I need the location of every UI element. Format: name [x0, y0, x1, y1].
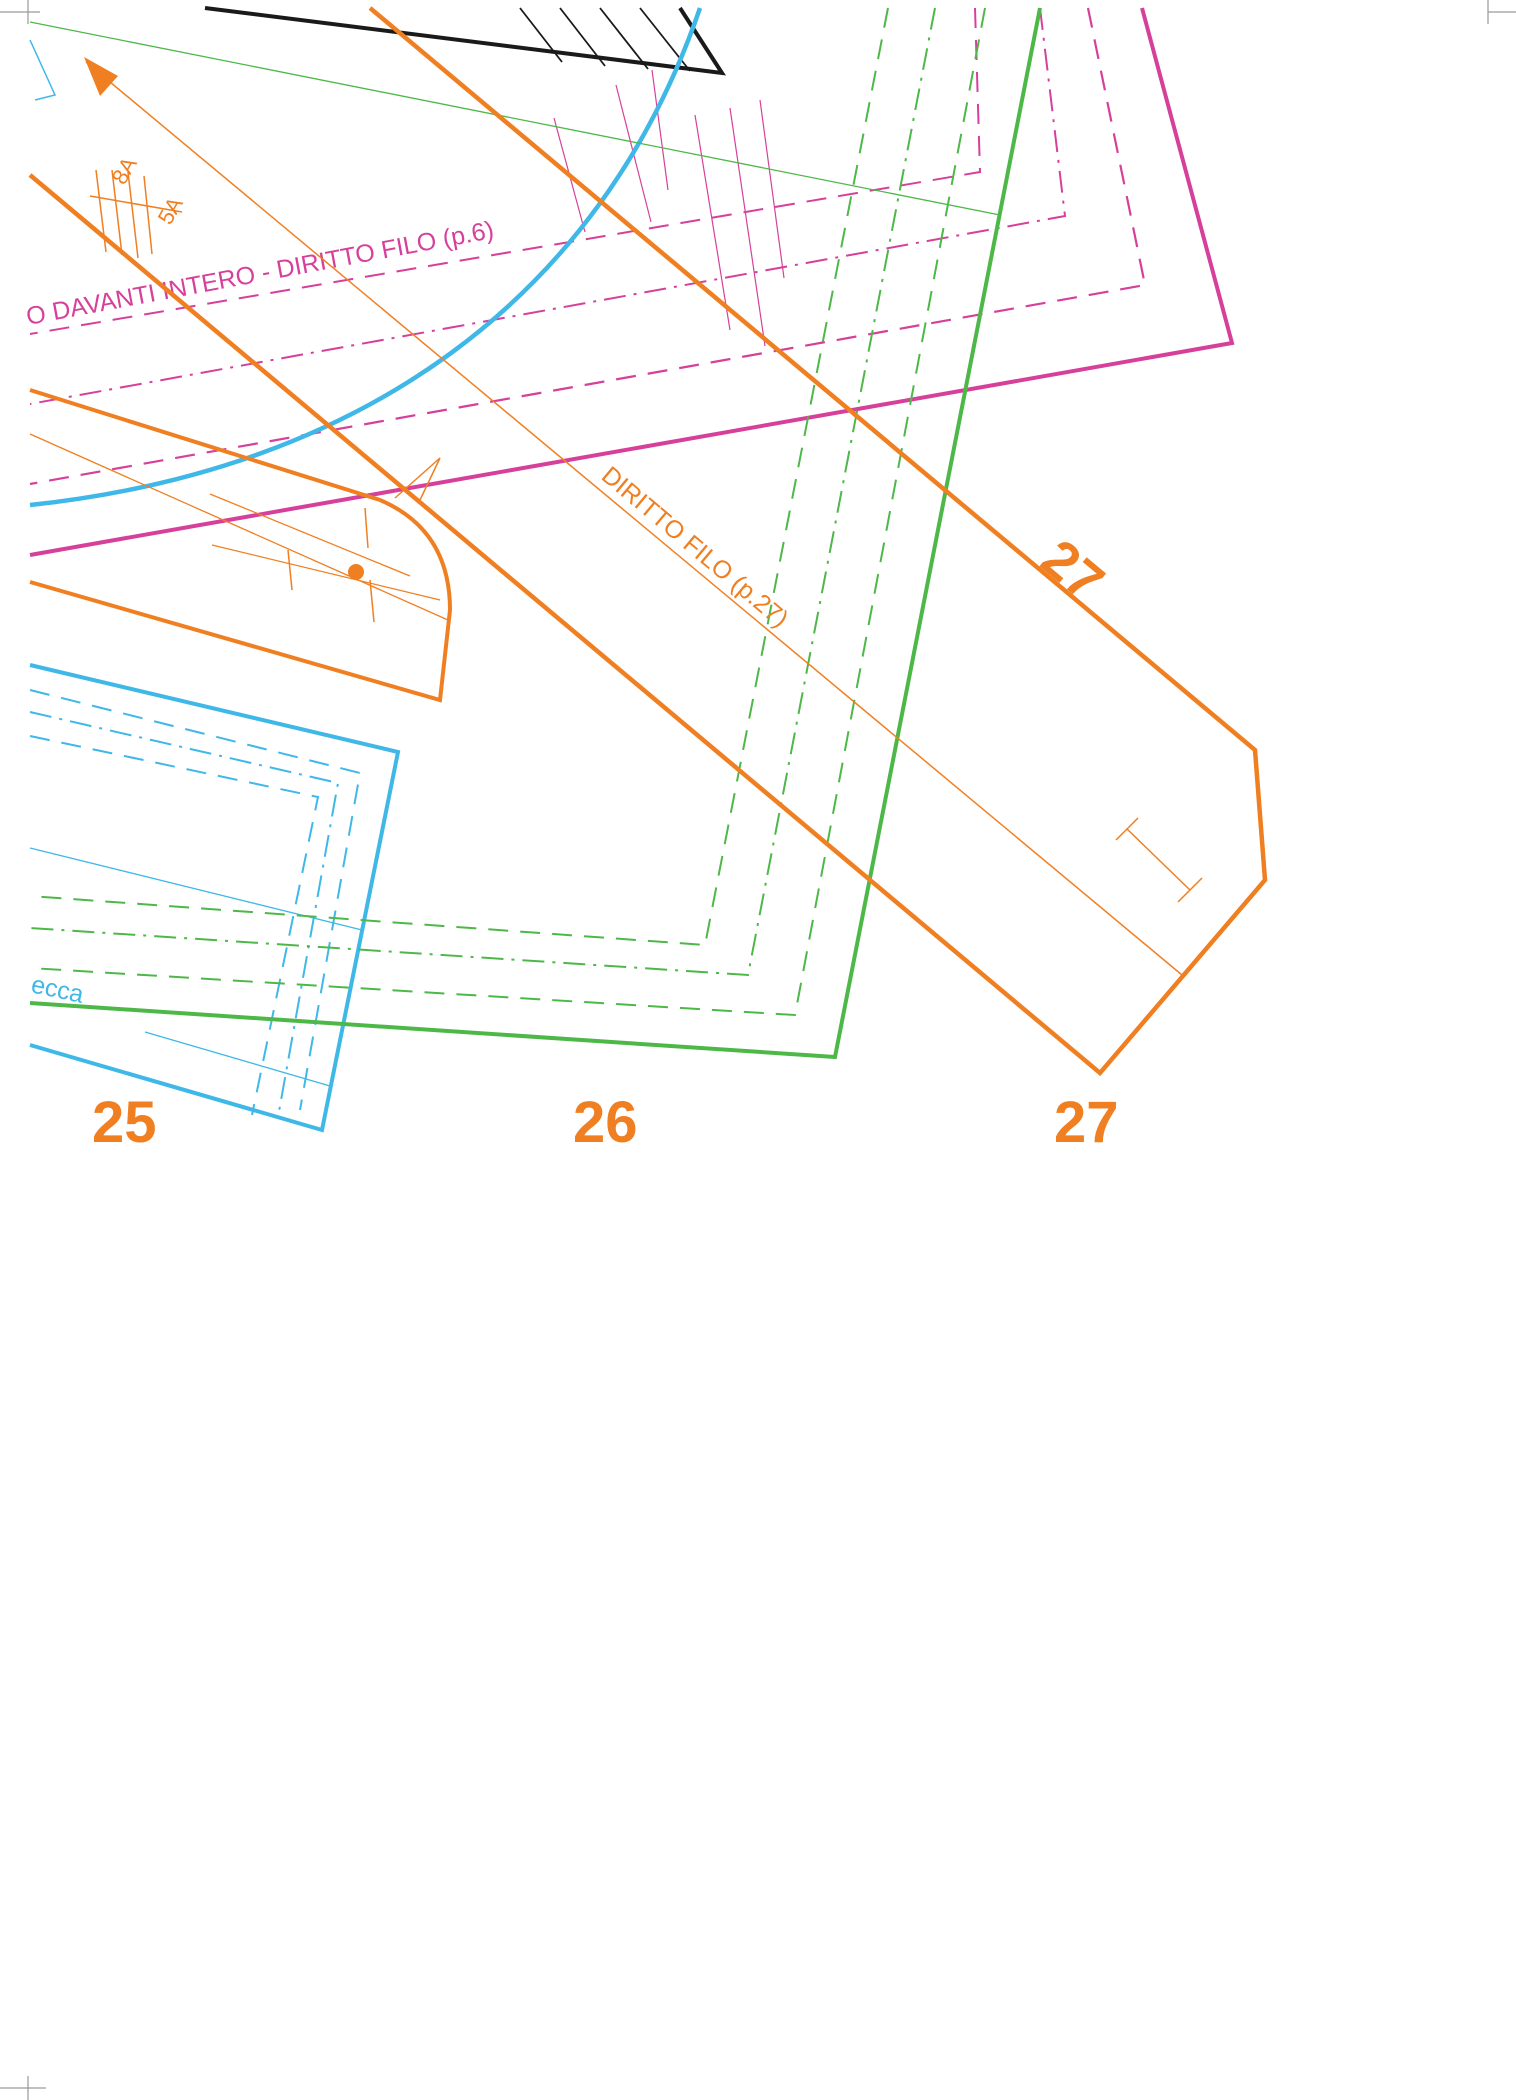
blue-guide-line	[29, 847, 363, 931]
orange-cut-line-27	[28, 6, 1268, 1077]
orange-collar-tick-2	[364, 507, 369, 549]
orange-balance-marks	[1115, 817, 1203, 903]
black-pattern-piece	[204, 6, 727, 76]
blue-seam-dashed-2	[29, 735, 320, 1116]
green-pattern-piece-26	[29, 7, 1042, 1060]
black-hatching	[519, 7, 691, 72]
magenta-cut-line	[29, 7, 1235, 557]
blue-seam-dashdot	[29, 711, 340, 1118]
green-seam-dashdot	[29, 7, 936, 977]
piece-number-25: 25	[92, 1090, 157, 1155]
magenta-seam-dashed	[29, 7, 1147, 486]
orange-collar-tick-3	[369, 579, 375, 623]
green-grain-line	[29, 21, 1001, 216]
orange-collar-notch	[394, 457, 441, 501]
green-seam-dashed	[29, 7, 986, 1017]
green-cut-line	[29, 7, 1042, 1060]
blue-cut-line	[29, 663, 401, 1133]
piece-number-27: 27	[1054, 1090, 1119, 1155]
orange-collar-guide-3	[211, 544, 441, 601]
size-label-5a: 5A	[153, 192, 188, 228]
orange-collar-guide	[29, 433, 449, 621]
orange-grain-line	[85, 61, 1183, 976]
orange-grain-arrowhead	[84, 57, 118, 96]
orange-collar-tick	[287, 549, 293, 591]
blue-curve-line	[29, 7, 703, 508]
orange-size-marks	[89, 169, 183, 259]
size-label-8a: 8A	[107, 152, 142, 188]
orange-grain-label: DIRITTO FILO (p.27)	[596, 461, 793, 633]
blue-seam-dashed	[29, 689, 362, 1111]
magenta-grain-label: O DAVANTI INTERO - DIRITTO FILO (p.6)	[24, 216, 496, 331]
green-seam-dashed-2	[29, 7, 889, 947]
orange-collar-piece	[29, 388, 453, 703]
blue-guide-line-2	[144, 1031, 331, 1087]
piece-number-26: 26	[573, 1090, 638, 1155]
orange-collar-outline	[29, 388, 453, 703]
magenta-hatch-lines	[553, 69, 785, 347]
blue-pattern-piece-top	[29, 7, 703, 508]
blue-corner	[29, 39, 57, 101]
piece-number-27-on-piece: 27	[1030, 528, 1115, 613]
blue-pattern-piece-25	[29, 663, 401, 1133]
orange-collar-guide-2	[209, 493, 411, 577]
orange-collar-dot	[348, 564, 364, 580]
magenta-seam-dashdot	[29, 7, 1067, 405]
orange-pattern-piece-27	[28, 6, 1268, 1077]
